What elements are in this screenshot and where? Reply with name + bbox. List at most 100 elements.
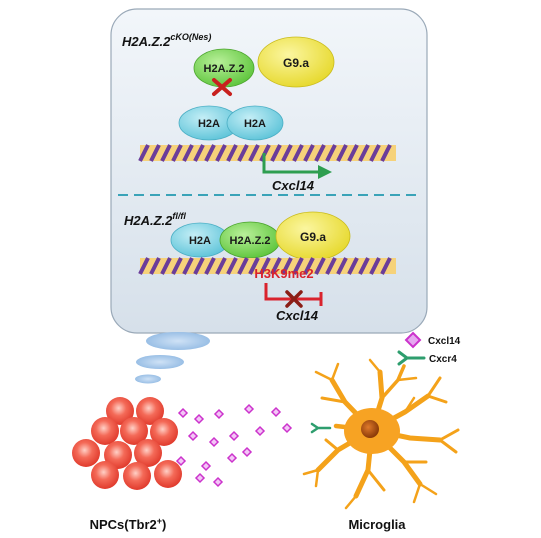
- ligand-diamond-icon: [270, 406, 282, 418]
- npc-cell: [91, 461, 119, 489]
- top-gene-label: Cxcl14: [272, 178, 315, 193]
- npc-cell: [72, 439, 100, 467]
- legend-ligand-icon: [404, 331, 422, 349]
- dna-strand-stripe: [336, 257, 348, 275]
- dna-strand-stripe: [358, 257, 370, 275]
- dna-strand-stripe: [171, 144, 183, 162]
- ligand-diamond-icon: [208, 436, 220, 448]
- legend-ligand-label: Cxcl14: [428, 336, 461, 347]
- ligand-diamond-icon: [177, 407, 189, 419]
- dna-strand-stripe: [248, 144, 260, 162]
- ligand-diamond-icon: [187, 430, 199, 442]
- thought-bubble-small: [135, 374, 161, 384]
- top-h2az2-blocked-icon: [212, 78, 232, 96]
- bottom-h2az2-label: H2A.Z.2: [230, 235, 271, 247]
- ligand-diamond-icon: [175, 455, 187, 467]
- dna-strand-stripe: [303, 144, 315, 162]
- top-g9a-protein: [257, 36, 335, 88]
- dna-strand-stripe: [149, 257, 161, 275]
- npc-cell: [134, 439, 162, 467]
- dna-strand-stripe: [226, 144, 238, 162]
- dna-strand-stripe: [248, 257, 260, 275]
- dna-strand-stripe: [226, 257, 238, 275]
- microglia-receptor-icon: [310, 422, 332, 434]
- dna-strand-stripe: [138, 144, 150, 162]
- dna-strand-stripe: [237, 257, 249, 275]
- ligand-diamond-icon: [241, 446, 253, 458]
- top-transcription-arrowhead-icon: [318, 165, 332, 179]
- dna-strand-stripe: [369, 257, 381, 275]
- npc-cell: [123, 462, 151, 490]
- dna-strand-stripe: [292, 257, 304, 275]
- bottom-gene-label: Cxcl14: [276, 308, 319, 323]
- ligand-diamond-icon: [212, 476, 224, 488]
- dna-strand-stripe: [259, 257, 271, 275]
- ligand-diamond-icon: [213, 408, 225, 420]
- top-genotype-base: H2A.Z.2: [122, 34, 171, 49]
- dna-strand-stripe: [270, 257, 282, 275]
- npc-cell: [91, 417, 119, 445]
- bottom-blocked-icon: [285, 290, 303, 308]
- dna-strand-stripe: [347, 257, 359, 275]
- dna-strand-stripe: [237, 144, 249, 162]
- bottom-g9a-label: G9.a: [300, 230, 326, 244]
- dna-strand-stripe: [325, 257, 337, 275]
- dna-strand-stripe: [215, 257, 227, 275]
- bottom-genotype-base: H2A.Z.2: [124, 213, 173, 228]
- top-genotype-sup: cKO(Nes): [170, 32, 211, 42]
- bottom-h2a-label: H2A: [189, 235, 211, 247]
- dna-strand-stripe: [215, 144, 227, 162]
- dna-strand-stripe: [303, 257, 315, 275]
- ligand-diamond-icon: [254, 425, 266, 437]
- dna-strand-stripe: [336, 144, 348, 162]
- npc-label-base: NPCs(Tbr2: [90, 517, 157, 532]
- npc-cluster: [72, 397, 182, 490]
- dna-strand-stripe: [149, 144, 161, 162]
- dna-strand-stripe: [314, 144, 326, 162]
- top-h2a-left-label: H2A: [198, 118, 220, 130]
- top-h2a-right-protein: [226, 105, 284, 141]
- dna-strand-stripe: [380, 144, 392, 162]
- dna-strand-stripe: [281, 144, 293, 162]
- ligand-diamond-icon: [193, 413, 205, 425]
- dna-strand-stripe: [193, 257, 205, 275]
- ligand-diamond-icon: [200, 460, 212, 472]
- ligand-diamond-icon: [226, 452, 238, 464]
- dna-strand-stripe: [347, 144, 359, 162]
- dna-strand-stripe: [380, 257, 392, 275]
- dna-strand-stripe: [292, 144, 304, 162]
- top-h2a-right-label: H2A: [244, 118, 266, 130]
- secreted-ligand-group: [175, 403, 293, 488]
- dna-strand-stripe: [358, 144, 370, 162]
- dna-strand-stripe: [182, 144, 194, 162]
- npc-cell: [150, 418, 178, 446]
- ligand-diamond-icon: [243, 403, 255, 415]
- npc-cell: [104, 441, 132, 469]
- dna-strand-stripe: [369, 144, 381, 162]
- top-h2az2-label: H2A.Z.2: [204, 63, 245, 75]
- top-transcription-arrow: [262, 153, 320, 174]
- bottom-dna-helix: [138, 257, 396, 275]
- dna-strand-stripe: [193, 144, 205, 162]
- dna-strand-stripe: [182, 257, 194, 275]
- dna-strand-stripe: [281, 257, 293, 275]
- ligand-diamond-icon: [228, 430, 240, 442]
- npc-cell: [120, 417, 148, 445]
- bottom-repressed-arrow: [264, 283, 320, 301]
- ligand-diamond-icon: [281, 422, 293, 434]
- bottom-mark-label: H3K9me2: [254, 266, 313, 281]
- dna-strand-stripe: [270, 144, 282, 162]
- bottom-genotype-label: H2A.Z.2fl/fl: [124, 211, 186, 228]
- dna-strand-stripe: [204, 144, 216, 162]
- dna-strand-stripe: [325, 144, 337, 162]
- dna-strand-stripe: [138, 257, 150, 275]
- dna-strand-stripe: [160, 257, 172, 275]
- top-dna-helix: [138, 144, 396, 162]
- microglia-nucleus: [361, 420, 379, 438]
- ligand-diamond-icon: [194, 472, 206, 484]
- thought-bubble-large: [146, 332, 210, 350]
- dna-strand-stripe: [314, 257, 326, 275]
- legend-receptor-label: Cxcr4: [429, 354, 457, 365]
- legend-receptor-icon: [397, 350, 426, 366]
